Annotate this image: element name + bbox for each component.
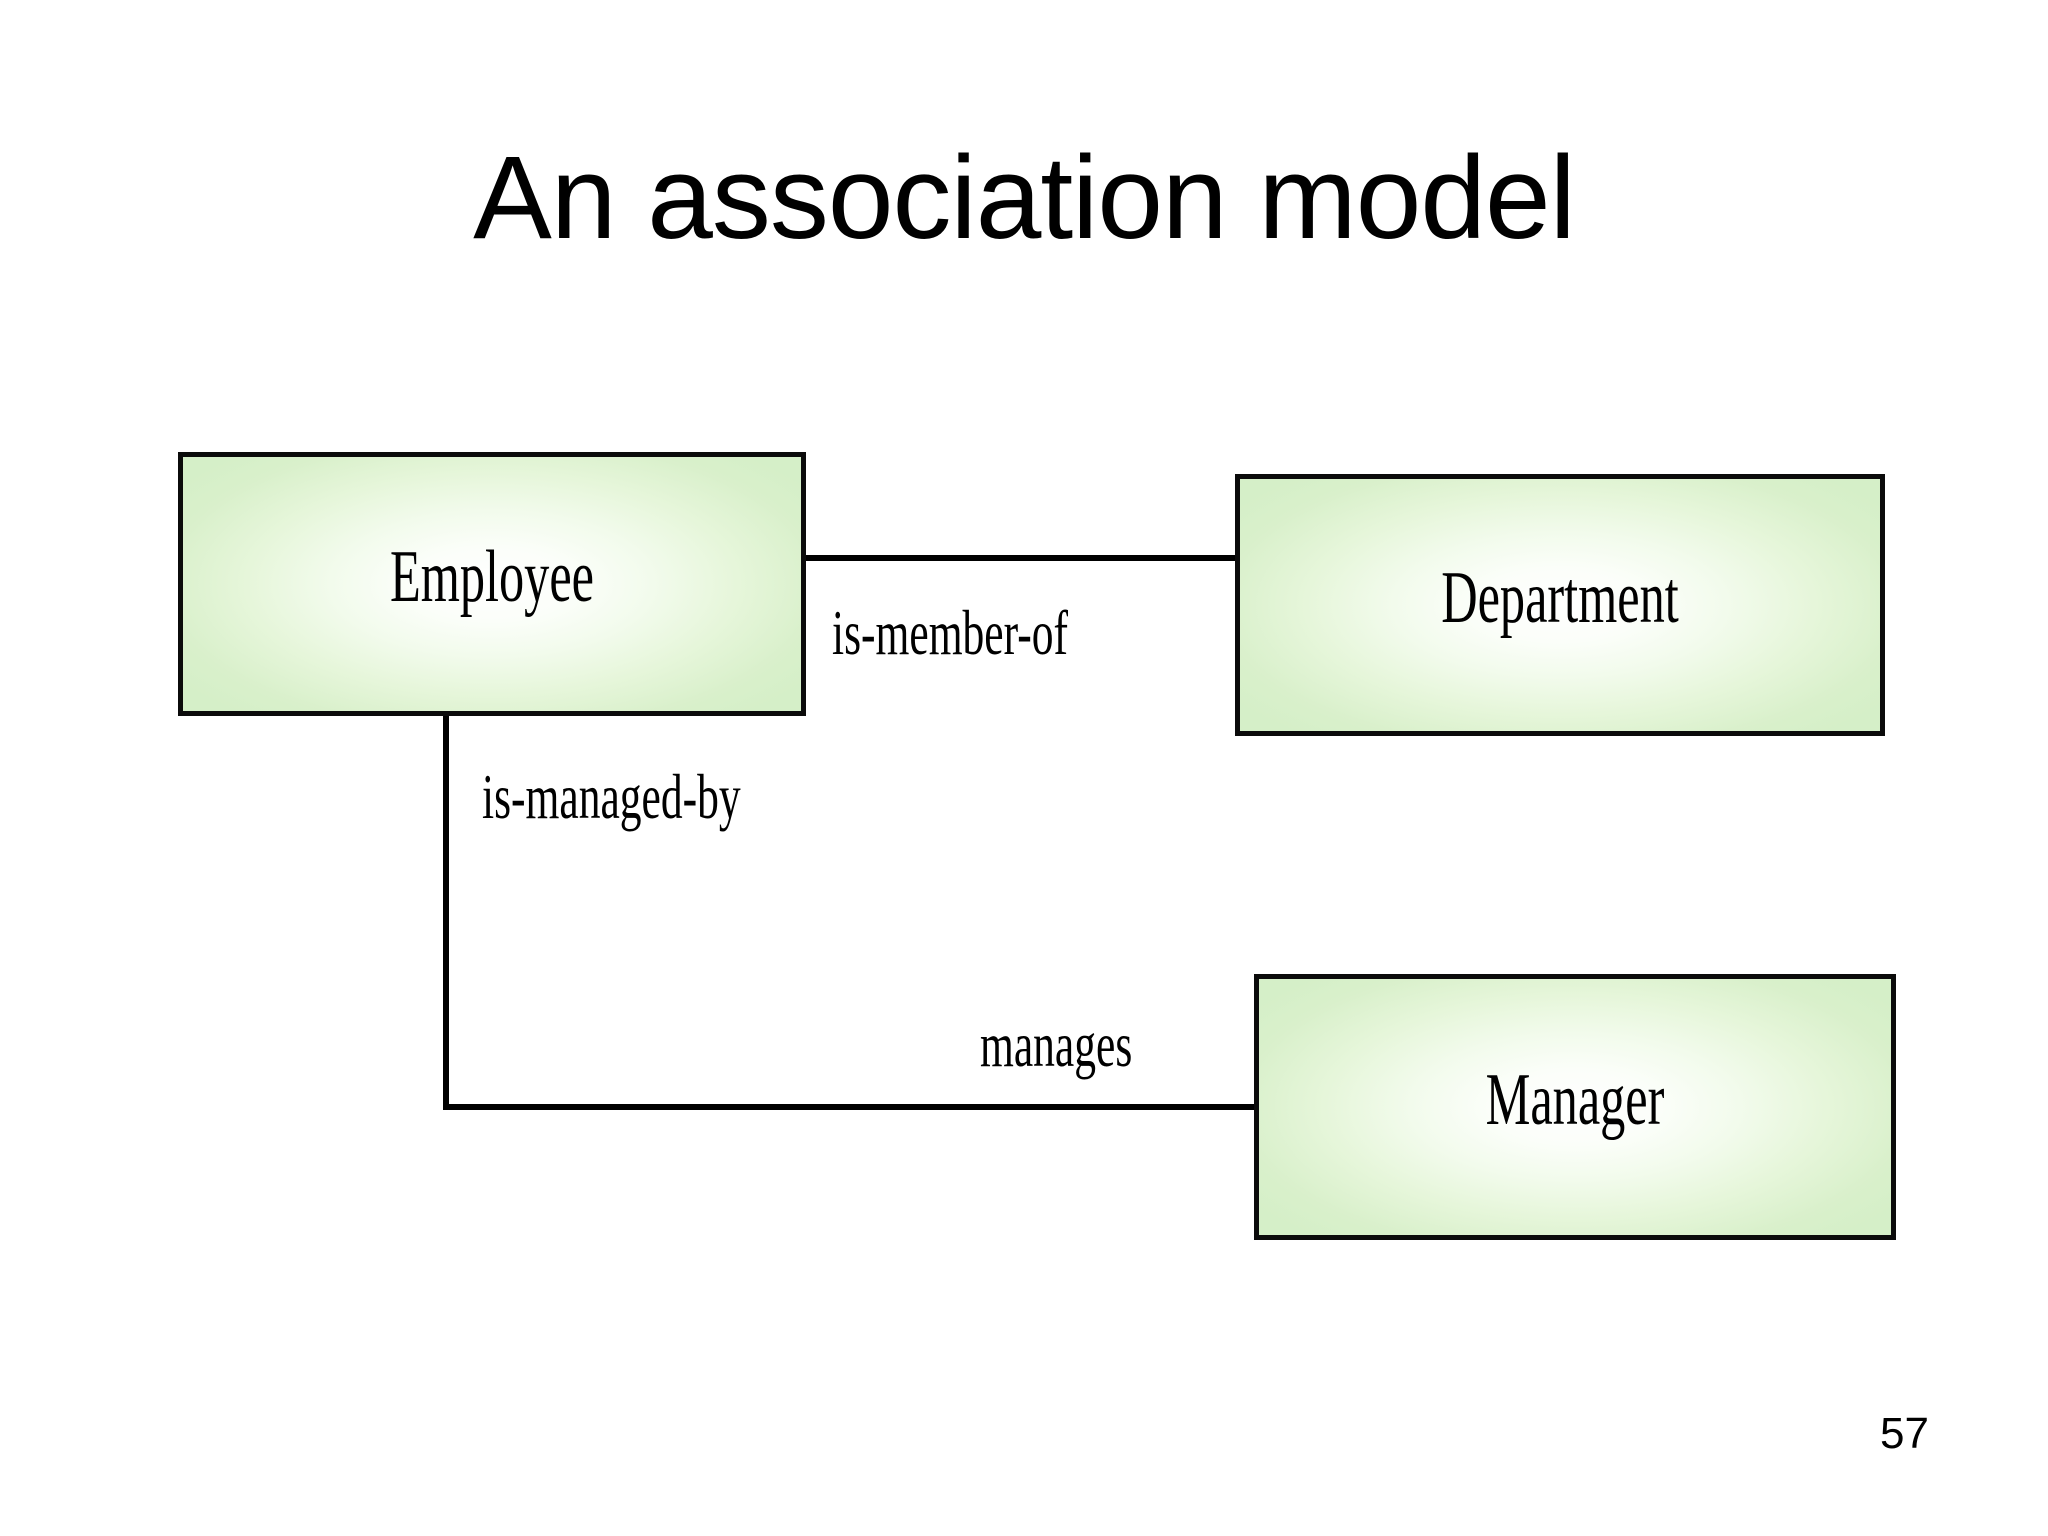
connector-employee-manager-vertical bbox=[443, 710, 449, 1110]
connector-employee-department bbox=[804, 555, 1238, 561]
entity-box-manager[interactable]: Manager bbox=[1254, 974, 1896, 1240]
relationship-label-is-managed-by: is-managed-by bbox=[482, 761, 741, 832]
entity-label-employee: Employee bbox=[389, 536, 594, 618]
relationship-label-is-member-of: is-member-of bbox=[832, 597, 1068, 668]
entity-box-department[interactable]: Department bbox=[1235, 474, 1885, 736]
entity-box-employee[interactable]: Employee bbox=[178, 452, 806, 716]
entity-label-department: Department bbox=[1441, 557, 1679, 639]
page-title: An association model bbox=[473, 132, 1576, 264]
connector-employee-manager-horizontal bbox=[443, 1104, 1259, 1110]
relationship-label-manages: manages bbox=[980, 1009, 1133, 1080]
page-number: 57 bbox=[1880, 1409, 1929, 1458]
entity-label-manager: Manager bbox=[1485, 1059, 1665, 1141]
